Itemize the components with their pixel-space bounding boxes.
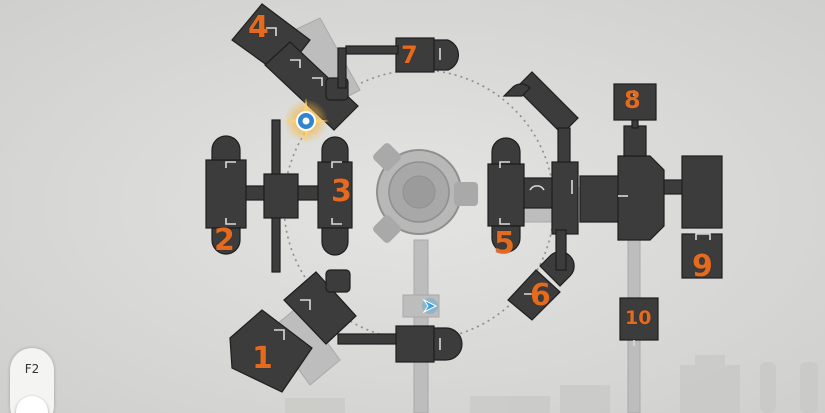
room-3-label[interactable]: 3 xyxy=(331,174,352,209)
room-3-shape[interactable] xyxy=(297,136,353,256)
upper-right-room-shape[interactable] xyxy=(502,71,579,163)
room-5-label[interactable]: 5 xyxy=(494,226,515,261)
floor-slider-knob[interactable] xyxy=(16,396,48,413)
door-marks xyxy=(225,27,711,350)
room-9-shape[interactable] xyxy=(681,155,723,279)
rooms xyxy=(205,3,723,393)
room-9-label[interactable]: 9 xyxy=(692,249,713,284)
room-10-shape[interactable] xyxy=(619,297,659,341)
room-7-label[interactable]: 7 xyxy=(401,41,418,69)
floor-selector[interactable]: F2 xyxy=(10,348,54,413)
room-2-label[interactable]: 2 xyxy=(214,223,235,258)
room-7-shape[interactable] xyxy=(337,37,460,89)
room-8-label[interactable]: 8 xyxy=(624,86,641,114)
right-hub-room-shape[interactable] xyxy=(579,117,683,241)
room-10-label[interactable]: 10 xyxy=(625,307,652,329)
room-4-label[interactable]: 4 xyxy=(248,10,269,45)
skyline-decoration xyxy=(285,355,818,413)
room-1-shape[interactable] xyxy=(229,269,463,393)
room-5-shape[interactable] xyxy=(487,137,579,253)
central-hub[interactable] xyxy=(371,141,478,244)
floor-label[interactable]: F2 xyxy=(24,362,40,376)
waypoint-marker[interactable] xyxy=(422,298,438,314)
room-1-label[interactable]: 1 xyxy=(252,341,273,376)
room-8-shape[interactable] xyxy=(613,83,657,121)
room-2-shape[interactable] xyxy=(205,135,299,255)
room-6-label[interactable]: 6 xyxy=(530,278,551,313)
player-location-marker[interactable] xyxy=(283,98,329,144)
